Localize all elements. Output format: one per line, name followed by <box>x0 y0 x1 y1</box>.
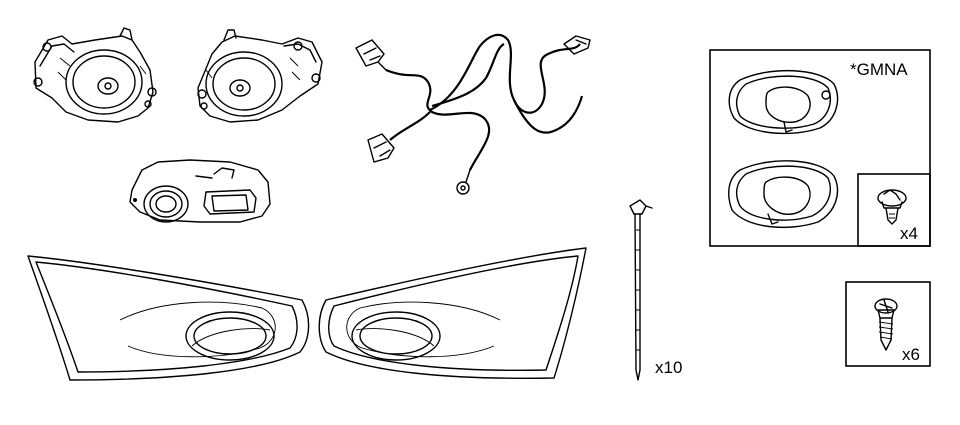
gmna-optional-parts-box <box>709 49 931 247</box>
gmna-note: *GMNA <box>850 60 908 79</box>
screw-quantity: x6 <box>902 345 920 364</box>
push-pin-retainer <box>877 189 907 225</box>
push-pin-quantity: x4 <box>900 224 918 243</box>
fog-lamp-right <box>197 29 323 123</box>
cable-tie-quantity: x10 <box>655 358 682 377</box>
fog-lamp-trim-ring-upper <box>728 69 839 135</box>
fog-lamp-bezel-left <box>27 255 310 381</box>
cable-tie <box>629 199 653 381</box>
fog-lamp-switch <box>129 159 271 223</box>
fog-lamp-bezel-right <box>318 247 587 379</box>
screw <box>874 298 898 351</box>
fog-lamp-left <box>33 27 157 123</box>
screw-box <box>845 281 931 367</box>
wiring-harness <box>355 33 591 195</box>
fog-lamp-trim-ring-lower <box>728 160 839 228</box>
